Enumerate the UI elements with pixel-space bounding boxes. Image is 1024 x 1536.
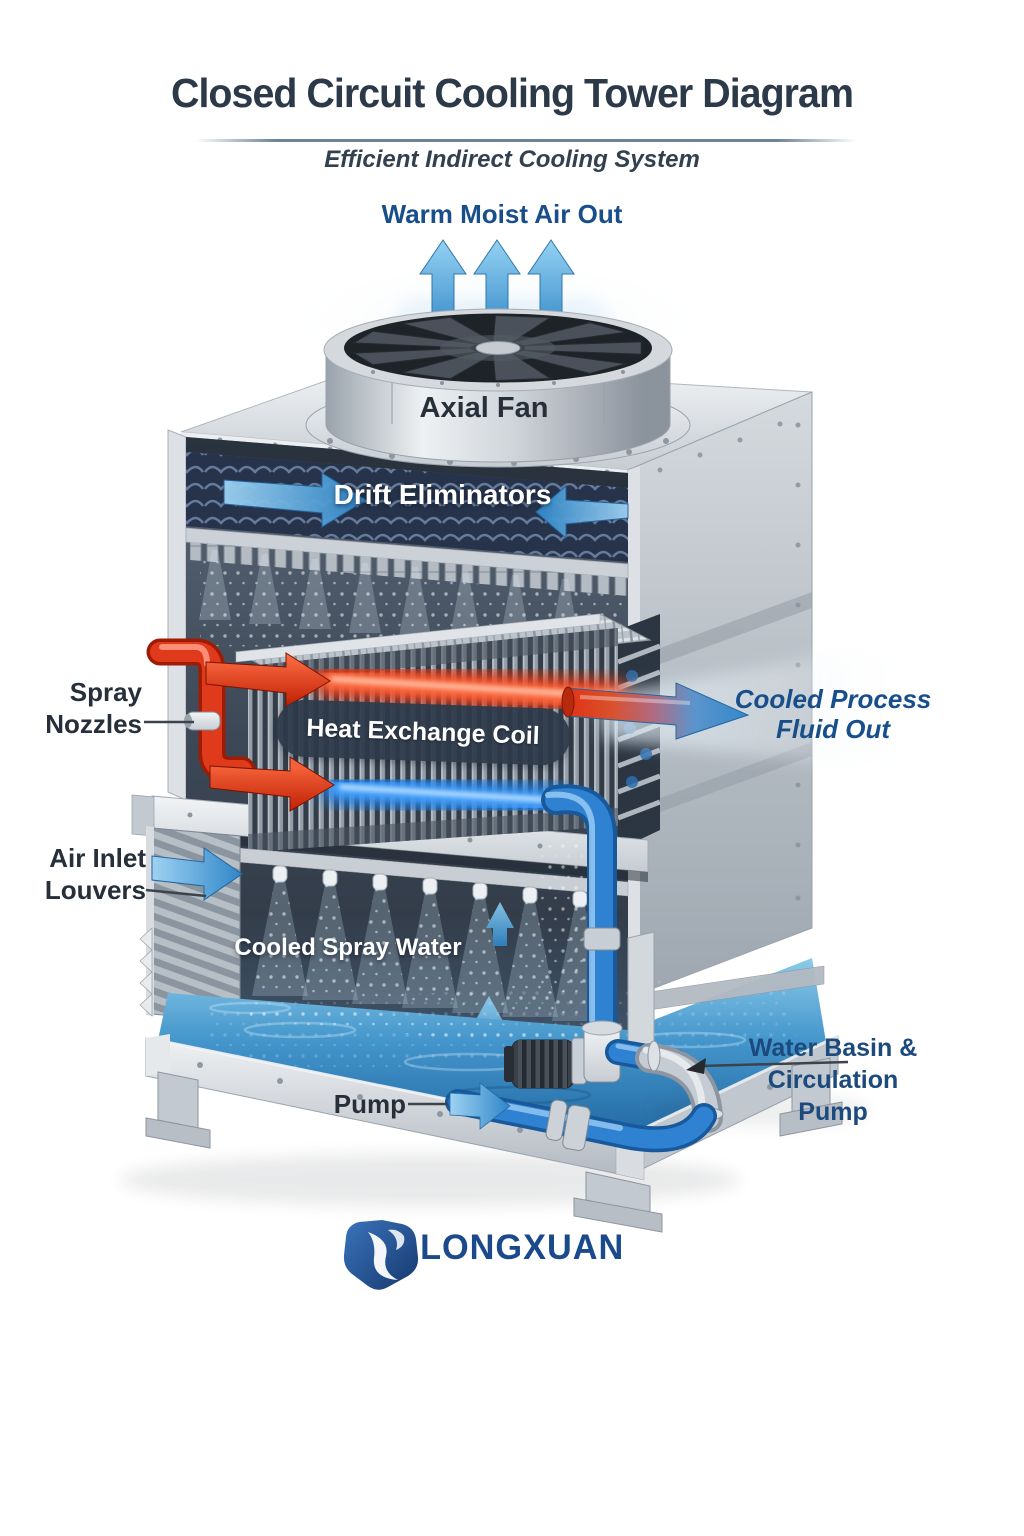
hot-fluid-arrow-icon	[209, 756, 335, 812]
title-divider	[195, 139, 857, 142]
air-up-left-arrow-icon	[223, 472, 367, 528]
cooled-fluid-out	[561, 634, 946, 774]
spray-water-pipe	[540, 784, 621, 1049]
label-pump: Pump	[333, 1089, 406, 1119]
label-spray-nozzles: Spray Nozzles	[45, 677, 142, 739]
brand-logo: LONGXUAN	[340, 1214, 684, 1294]
pump-flow-arrow-icon	[449, 1082, 511, 1130]
drift-eliminator-band	[186, 452, 629, 562]
label-air-inlet-louvers: Air Inlet Louvers	[44, 843, 146, 905]
label-cooled-process-fluid-out: Cooled Process Fluid Out	[734, 684, 932, 744]
label-drift-eliminators: Drift Eliminators	[333, 479, 552, 510]
cooled-fluid-arrow-icon	[565, 682, 750, 740]
pump-discharge-piping	[445, 1040, 724, 1153]
logo-wordmark: LONGXUAN	[420, 1228, 625, 1267]
air-inlet-louver-panel	[139, 826, 243, 1023]
label-axial-fan: Axial Fan	[419, 392, 549, 424]
logo-mark-icon	[343, 1220, 419, 1290]
cooled-fluid-glow	[321, 771, 573, 819]
leader-lines	[144, 720, 849, 1106]
label-water-basin-circulation-pump: Water Basin & Circulation Pump	[748, 1034, 918, 1126]
axial-fan-assembly	[305, 308, 691, 468]
hot-fluid-inlet-pipe	[146, 638, 335, 812]
mist-up-arrow-icon	[486, 902, 514, 946]
page-subtitle: Efficient Indirect Cooling System	[324, 146, 700, 173]
air-inlet-arrow-icon	[151, 847, 243, 901]
air-up-right-arrow-icon	[535, 484, 629, 540]
page-title: Closed Circuit Cooling Tower Diagram	[170, 70, 854, 116]
label-warm-moist-air-out: Warm Moist Air Out	[381, 199, 623, 229]
label-heat-exchange-coil: Heat Exchange Coil	[305, 713, 541, 751]
heat-exchange-coil-badge: Heat Exchange Coil	[275, 698, 571, 767]
leader-arrowhead-icon	[686, 1058, 706, 1074]
label-cooled-spray-water: Cooled Spray Water	[234, 934, 462, 961]
hot-fluid-arrow-icon	[205, 652, 331, 708]
